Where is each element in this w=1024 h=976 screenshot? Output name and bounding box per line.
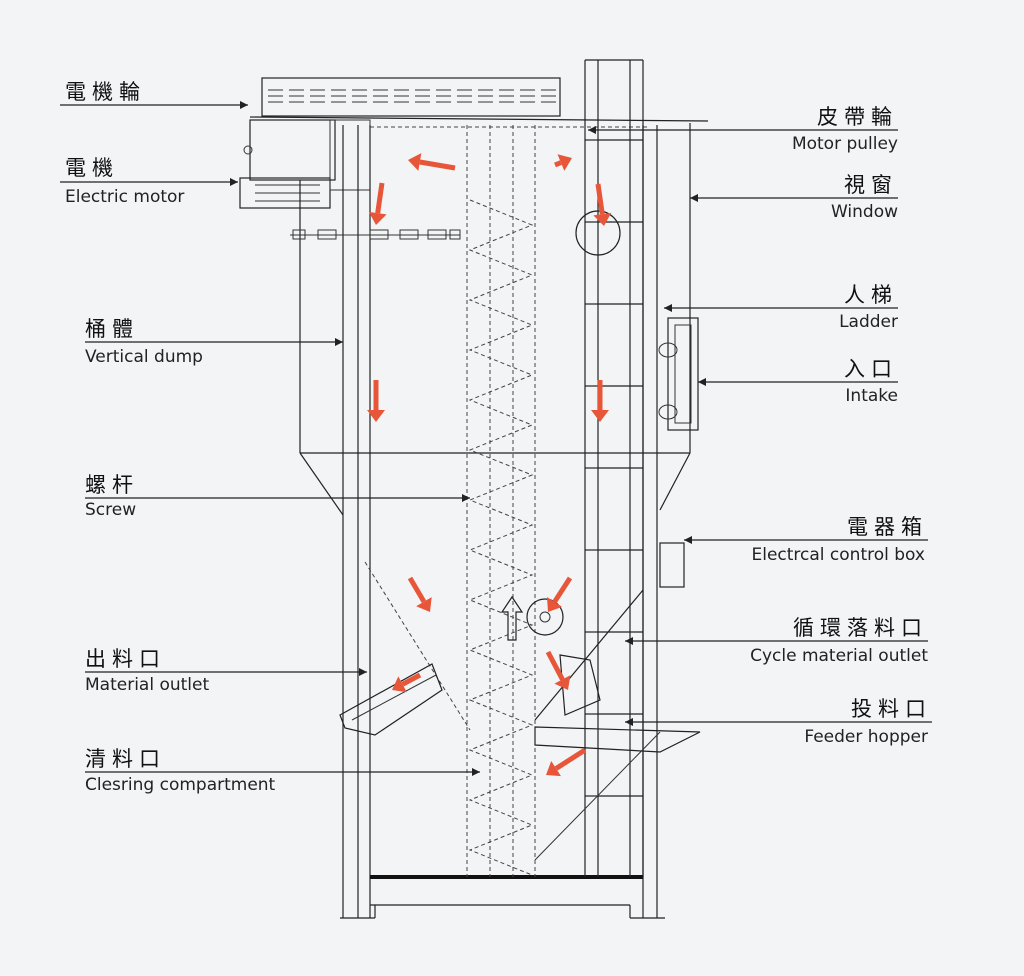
screw [466, 125, 536, 877]
label-pulley-en: Motor pulley [792, 134, 898, 154]
flow-arrow-shaft [401, 672, 422, 687]
flow-arrow-head [554, 675, 571, 690]
label-intake-en: Intake [845, 386, 898, 406]
feeder-hopper [534, 726, 701, 861]
electric-motor [239, 119, 371, 209]
label-outlet-zh: 出料口 [85, 647, 166, 671]
label-motor-wheel-zh: 電機輪 [65, 80, 146, 104]
label-pulley-zh: 皮帶輪 [817, 105, 898, 129]
agitator [290, 229, 461, 240]
label-outlet-en: Material outlet [85, 675, 209, 695]
label-feeder-en: Feeder hopper [804, 727, 928, 747]
flow-arrow-head [367, 410, 385, 422]
label-motor-en: Electric motor [65, 187, 184, 207]
label-ladder-zh: 人梯 [844, 283, 898, 307]
flow-arrow-shaft [552, 576, 573, 604]
flow-arrow-shaft [419, 159, 456, 171]
label-cycle-outlet-en: Cycle material outlet [750, 646, 928, 666]
label-control-box-zh: 電器箱 [847, 515, 928, 539]
label-control-box-en: Electrcal control box [751, 545, 925, 565]
label-cleaning-en: Clesring compartment [85, 775, 276, 795]
intake [658, 317, 699, 431]
up-arrow [500, 595, 524, 641]
flow-arrow-head [408, 153, 422, 171]
label-barrel-zh: 桶體 [85, 317, 139, 341]
flow-arrow-shaft [375, 182, 385, 214]
flow-arrow-head [392, 676, 407, 693]
flow-arrow-head [546, 760, 561, 777]
label-screw-en: Screw [85, 500, 136, 520]
cycle-outlet [526, 589, 644, 721]
label-window-en: Window [831, 202, 898, 222]
label-ladder-en: Ladder [839, 312, 898, 332]
motor-wheel [261, 77, 561, 117]
label-feeder-zh: 投料口 [851, 697, 932, 721]
flow-arrow-head [557, 154, 572, 171]
inner-chute [364, 561, 471, 731]
flow-arrows [367, 153, 612, 777]
flow-arrow-shaft [595, 183, 605, 215]
leader-lines [60, 101, 932, 776]
flow-arrow-head [368, 211, 387, 225]
label-motor-zh: 電機 [65, 156, 119, 180]
flow-arrow-head [416, 597, 432, 612]
label-barrel-en: Vertical dump [85, 347, 203, 367]
flow-arrow-head [546, 597, 563, 612]
label-cleaning-zh: 清料口 [85, 747, 166, 771]
top-plate [249, 116, 709, 122]
support-legs [340, 125, 665, 919]
window [575, 210, 621, 256]
material-outlet [339, 663, 443, 736]
flow-arrow-shaft [545, 650, 565, 681]
flow-arrow-shaft [554, 747, 587, 771]
flow-arrow-head [591, 410, 609, 422]
barrel-body [299, 123, 691, 516]
flow-arrow-shaft [554, 160, 562, 168]
label-cycle-outlet-zh: 循環落料口 [793, 616, 928, 640]
ladder [584, 59, 644, 877]
label-intake-zh: 入口 [844, 357, 898, 381]
flow-arrow-head [593, 212, 612, 226]
label-window-zh: 視窗 [844, 173, 898, 197]
flow-arrow-shaft [407, 576, 427, 603]
label-screw-zh: 螺杆 [85, 473, 139, 497]
control-box [659, 542, 685, 588]
